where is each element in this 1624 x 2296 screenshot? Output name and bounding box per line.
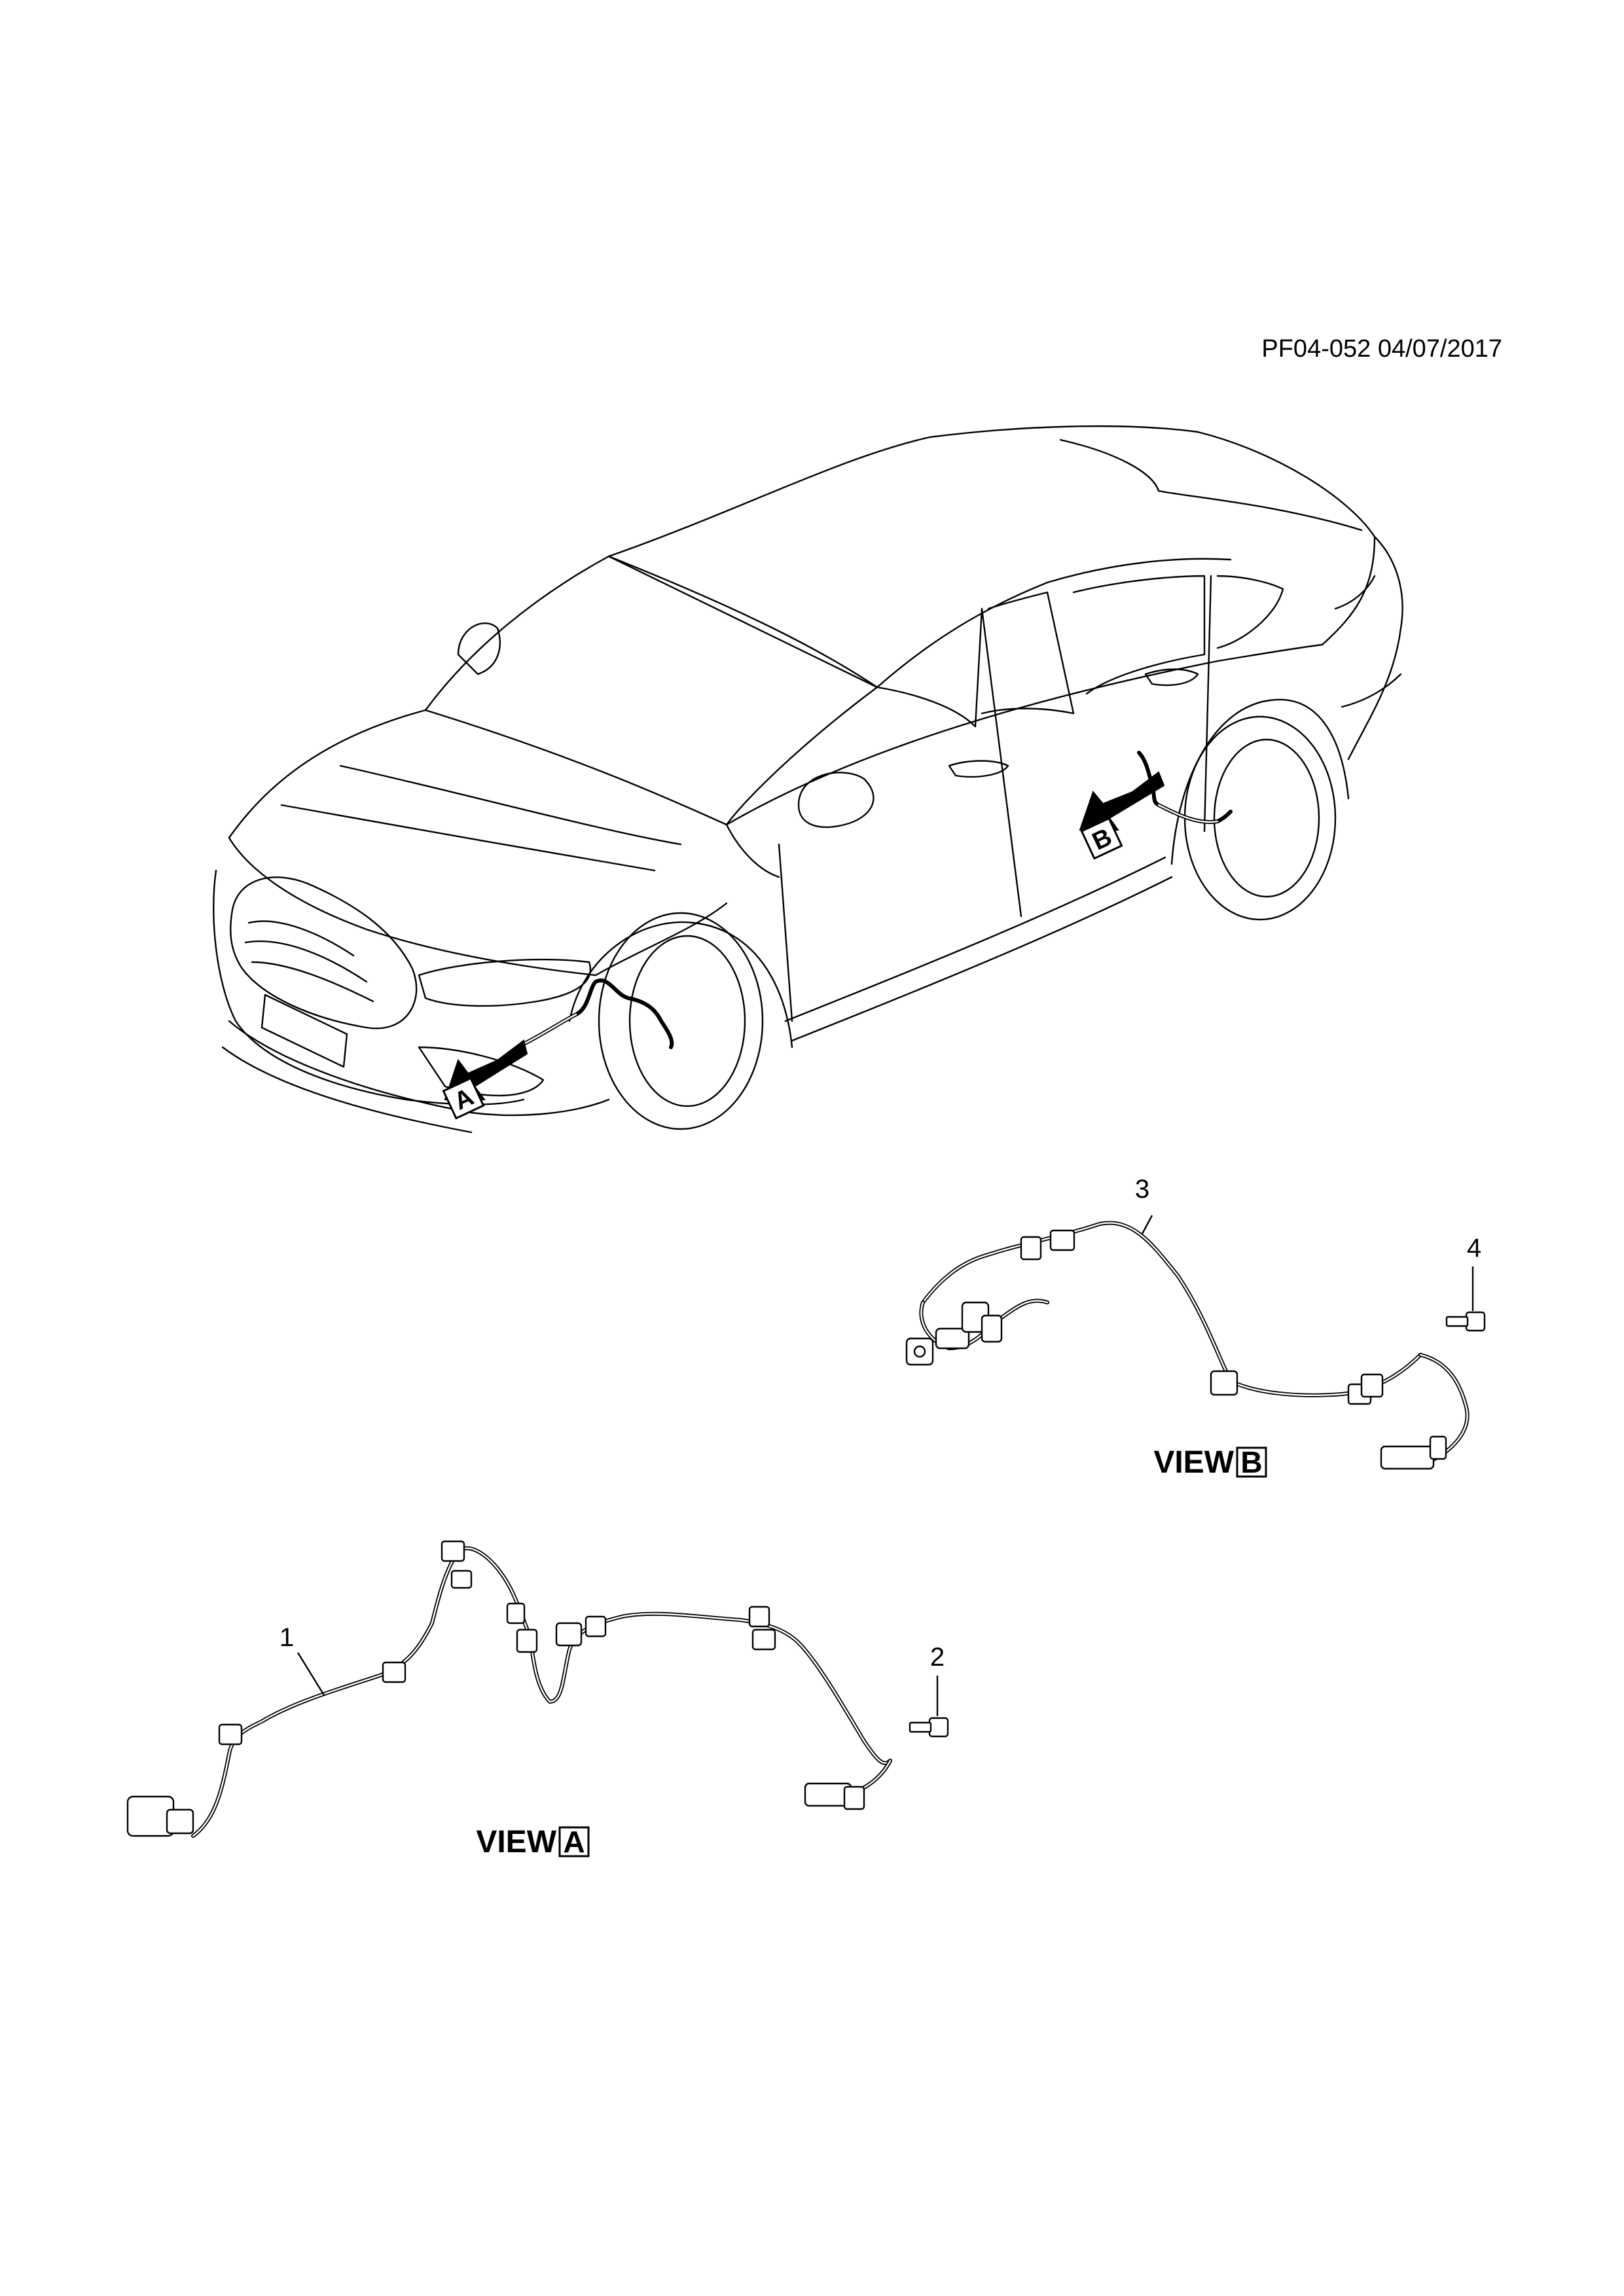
- view-a-word: VIEW: [476, 1825, 556, 1859]
- callout-3-leader: [1141, 1215, 1153, 1234]
- view-a-label: VIEW A: [476, 1825, 590, 1859]
- view-a-arrow: A: [442, 1039, 528, 1120]
- view-b-letter: B: [1240, 1445, 1262, 1479]
- front-wheel-wire-on-car: [522, 978, 674, 1049]
- view-b-label: VIEW B: [1153, 1445, 1267, 1480]
- rear-wheel-wire-on-car: [1137, 751, 1233, 824]
- rear-sensor-bolt: [1445, 1311, 1486, 1332]
- view-a-letter: A: [563, 1825, 585, 1859]
- callout-3: 3: [1135, 1175, 1149, 1204]
- callout-2: 2: [930, 1643, 945, 1672]
- view-b-arrow-box: [1080, 817, 1123, 860]
- view-a-box: [558, 1826, 590, 1857]
- front-wheel-speed-sensor-harness: [126, 1540, 892, 1838]
- rear-wheel-speed-sensor-harness: [905, 1221, 1470, 1470]
- view-a-arrow-box: [442, 1077, 485, 1120]
- view-b-box: [1236, 1446, 1267, 1478]
- callout-1-leader: [297, 1652, 325, 1696]
- callout-1: 1: [280, 1623, 294, 1652]
- view-b-word: VIEW: [1153, 1445, 1234, 1480]
- car-illustration: [213, 425, 1403, 1134]
- view-b-arrow: B: [1079, 771, 1165, 860]
- front-sensor-bolt: [909, 1717, 949, 1738]
- callout-4: 4: [1467, 1234, 1481, 1263]
- document-code: PF04-052 04/07/2017: [1261, 335, 1502, 363]
